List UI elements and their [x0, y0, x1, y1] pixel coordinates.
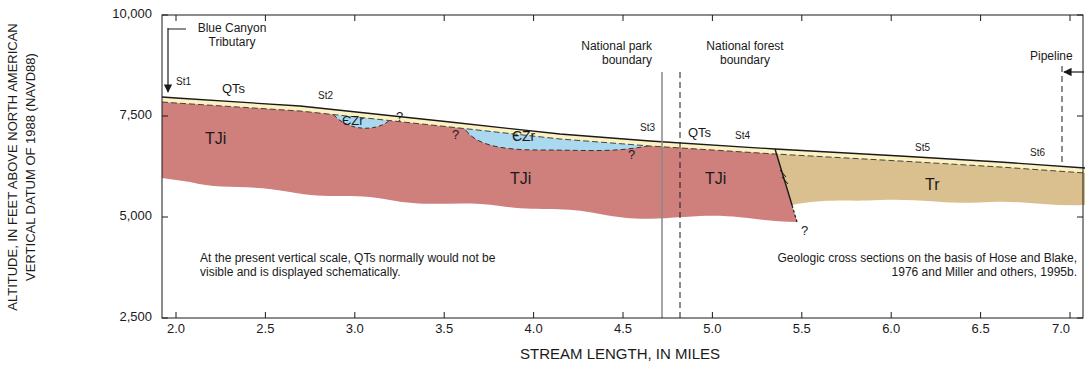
tick-mark	[1077, 15, 1083, 16]
tick-mark	[176, 15, 177, 21]
tick-mark	[1077, 217, 1083, 218]
unit-label: QTs	[222, 82, 245, 97]
axis-tick-label: 4.0	[514, 322, 554, 337]
tick-mark	[712, 312, 713, 318]
axis-tick-label: 2.5	[245, 322, 285, 337]
tick-mark	[1077, 318, 1083, 319]
station-label: St2	[318, 90, 333, 102]
axis-tick-label: 5.0	[692, 322, 732, 337]
annotation: National forest boundary	[693, 40, 797, 68]
axis-tick-label: 5,000	[90, 209, 152, 224]
axis-tick-label: 3.0	[335, 322, 375, 337]
tick-mark	[801, 15, 802, 21]
tick-mark	[162, 116, 168, 117]
query-mark: ?	[801, 224, 808, 239]
tick-mark	[712, 15, 713, 21]
unit-label: QTs	[688, 126, 711, 141]
tick-mark	[801, 312, 802, 318]
park-boundary	[661, 72, 663, 318]
pipeline-line	[1062, 66, 1063, 165]
tick-mark	[891, 15, 892, 21]
fault-ticks	[780, 170, 788, 184]
tick-mark	[444, 15, 445, 21]
axis-tick-label: 10,000	[90, 7, 152, 22]
forest-boundary	[680, 72, 681, 318]
note-text: Geologic cross sections on the basis of …	[765, 252, 1077, 280]
tick-mark	[533, 15, 534, 21]
tick-mark	[265, 15, 266, 21]
station-label: St5	[915, 142, 930, 154]
axis-tick-label: 6.5	[961, 322, 1001, 337]
station-label: St3	[640, 122, 655, 134]
tick-mark	[1070, 15, 1071, 21]
tributary-arrow	[167, 28, 168, 92]
plot-frame	[162, 15, 1083, 318]
tji-unit	[162, 97, 797, 222]
tick-mark	[891, 312, 892, 318]
land-surface	[162, 97, 1085, 168]
tick-mark	[980, 312, 981, 318]
axis-tick-label: 2,500	[90, 310, 152, 325]
axis-ticks	[162, 15, 1083, 318]
axis-tick-label: 7,500	[90, 108, 152, 123]
axis-title: ALTITUDE, IN FEET ABOVE NORTH AMERICAN V…	[4, 0, 46, 337]
station-label: St6	[1030, 147, 1045, 159]
query-mark: ?	[628, 148, 635, 163]
unit-label: TJi	[705, 170, 726, 188]
unit-label: Tr	[925, 176, 940, 194]
tick-mark	[354, 15, 355, 21]
tick-mark	[980, 15, 981, 21]
fault-dashed	[792, 205, 797, 222]
fault	[775, 149, 792, 205]
tick-mark	[444, 312, 445, 318]
axis-tick-label: 3.5	[424, 322, 464, 337]
annotation: Pipeline	[1030, 50, 1080, 64]
unit-label: TJi	[510, 170, 531, 188]
tick-mark	[162, 318, 168, 319]
axis-title: STREAM LENGTH, IN MILES	[470, 345, 770, 362]
qts-band	[162, 97, 1085, 173]
tick-mark	[533, 312, 534, 318]
axis-tick-label: 2.0	[156, 322, 196, 337]
tick-mark	[162, 15, 168, 16]
unit-label: TJi	[205, 130, 226, 148]
tick-mark	[162, 217, 168, 218]
tick-mark	[265, 312, 266, 318]
unit-label: ЄZr	[512, 128, 535, 144]
station-label: St4	[735, 130, 750, 142]
tick-mark	[623, 15, 624, 21]
annotation: Blue Canyon Tributary	[190, 22, 274, 50]
tick-mark	[176, 312, 177, 318]
axis-tick-label: 7.0	[1041, 322, 1081, 337]
station-label: St1	[176, 76, 191, 88]
note-text: At the present vertical scale, QTs norma…	[200, 252, 520, 280]
axis-tick-label: 6.0	[871, 322, 911, 337]
axis-tick-label: 5.5	[782, 322, 822, 337]
annotation: National park boundary	[556, 40, 652, 68]
query-mark: ?	[452, 128, 459, 143]
tick-mark	[354, 312, 355, 318]
query-mark: ?	[396, 110, 403, 125]
tick-mark	[623, 312, 624, 318]
tick-mark	[1070, 312, 1071, 318]
unit-label: ЄZr	[342, 114, 364, 129]
tick-mark	[1077, 116, 1083, 117]
qts-base	[162, 102, 1085, 173]
axis-tick-label: 4.5	[603, 322, 643, 337]
pipeline-arrow	[1064, 71, 1084, 72]
leader-line	[168, 29, 186, 30]
